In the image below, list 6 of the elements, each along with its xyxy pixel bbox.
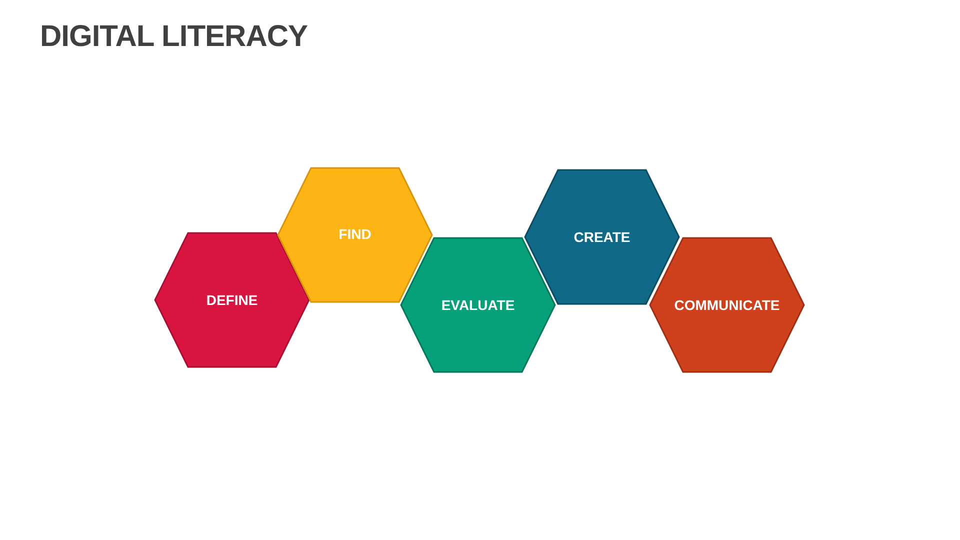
hexagon-label: EVALUATE [441,296,515,314]
hexagon-label: CREATE [574,228,630,246]
hexagon-label: FIND [338,224,372,244]
hexagon-label: DEFINE [206,290,258,310]
hexagon-label: COMMUNICATE [674,296,780,314]
title: DIGITAL LITERACY [40,19,308,55]
